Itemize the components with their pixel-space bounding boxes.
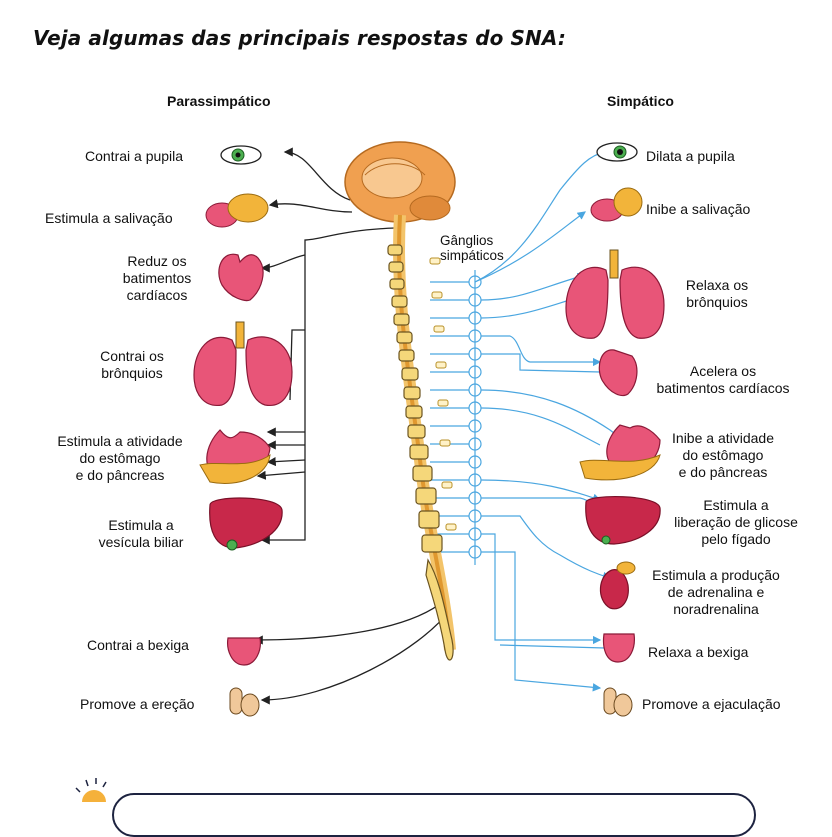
para-label-gallbladder: Estimula a vesícula biliar: [98, 517, 184, 550]
symp-eye-icon: [596, 142, 638, 162]
para-lungs-icon: [193, 321, 293, 406]
symp-label-bronchi: Relaxa os brônquios: [685, 277, 749, 310]
parasympathetic-nerves: [253, 147, 451, 705]
para-genitals-icon: [229, 687, 260, 717]
brain-icon: [344, 141, 456, 223]
page-title: Veja algumas das principais respostas do…: [33, 26, 566, 50]
para-label-heart: Reduz os batimentos cardíacos: [122, 253, 192, 303]
para-label-salivation: Estimula a salivação: [45, 210, 173, 226]
sna-diagram: [193, 141, 665, 717]
ganglia-label: Gânglios simpáticos: [440, 233, 504, 263]
parasympathetic-heading: Parassimpático: [167, 93, 271, 109]
para-label-pupil: Contrai a pupila: [85, 148, 184, 164]
sympathetic-heading: Simpático: [607, 93, 674, 109]
lightbulb-icon: [66, 772, 110, 814]
para-heart-icon: [218, 253, 264, 302]
para-label-bladder: Contrai a bexiga: [87, 637, 189, 653]
para-label-bronchi: Contrai os brônquios: [100, 348, 164, 381]
symp-label-heart: Acelera os batimentos cardíacos: [656, 363, 790, 396]
symp-label-stomach: Inibe a atividade do estômago e do pâncr…: [672, 430, 774, 480]
symp-liver-icon: [585, 496, 661, 545]
para-eye-icon: [220, 145, 262, 165]
symp-label-salivation: Inibe a salivação: [646, 201, 751, 217]
symp-label-bladder: Relaxa a bexiga: [648, 644, 749, 660]
symp-stomach-icon: [579, 424, 661, 481]
para-label-stomach: Estimula a atividade do estômago e do pâ…: [57, 433, 183, 483]
symp-label-liver: Estimula a liberação de glicose pelo fíg…: [674, 497, 798, 547]
para-bladder-icon: [227, 637, 261, 666]
symp-salivary-gland-icon: [590, 187, 643, 222]
symp-heart-icon: [598, 349, 638, 397]
symp-label-ejaculation: Promove a ejaculação: [642, 696, 781, 712]
symp-lungs-icon: [565, 249, 665, 339]
symp-label-adrenal: Estimula a produção de adrenalina e nora…: [652, 567, 780, 617]
symp-genitals-icon: [603, 687, 633, 717]
para-salivary-gland-icon: [205, 193, 269, 228]
spine-icon: [387, 214, 457, 661]
para-stomach-icon: [199, 429, 271, 484]
para-label-erection: Promove a ereção: [80, 696, 195, 712]
symp-bladder-icon: [602, 633, 635, 663]
symp-kidney-icon: [599, 561, 636, 610]
para-liver-icon: [209, 497, 283, 551]
symp-label-pupil: Dilata a pupila: [646, 148, 735, 164]
sympathetic-nerves: [430, 149, 632, 692]
